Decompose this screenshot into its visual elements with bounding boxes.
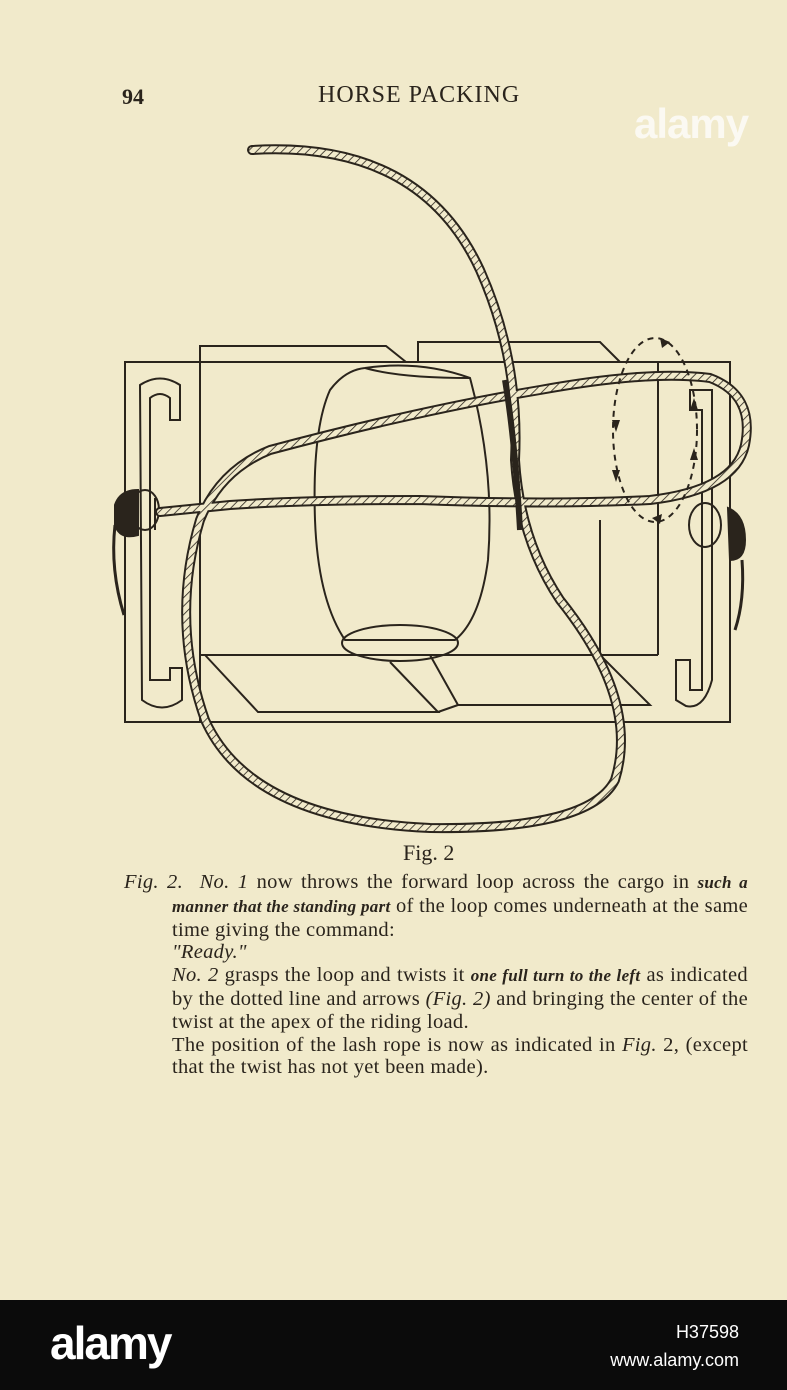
- pack-saddle-drawing: [112, 341, 747, 723]
- number-label: No. 1: [199, 871, 249, 893]
- figure-caption: Fig. 2: [403, 840, 455, 865]
- site-url[interactable]: www.alamy.com: [610, 1350, 739, 1370]
- paragraph-4: The position of the lash rope is now as …: [172, 1033, 748, 1079]
- running-head: HORSE PACKING: [318, 82, 521, 108]
- watermark-logo: alamy: [634, 100, 749, 147]
- paragraph-2: "Ready.": [172, 941, 247, 964]
- image-id: H37598: [675, 1322, 739, 1342]
- paragraph-3: No. 2 grasps the loop and twists it one …: [172, 964, 748, 1033]
- lash-rope-drawing: [155, 144, 752, 834]
- stock-footer: alamy H37598 www.alamy.com: [0, 1300, 787, 1390]
- fig-reference: Fig. 2.: [124, 871, 184, 893]
- twist-arrows: [612, 338, 698, 524]
- paragraph-1: Fig. 2. No. 1 now throws the forward loo…: [124, 871, 748, 941]
- book-page: 94 HORSE PACKING alamy: [0, 0, 787, 1300]
- twist-indicator: [612, 337, 698, 523]
- page-number: 94: [122, 84, 144, 109]
- body-text: Fig. 2. No. 1 now throws the forward loo…: [124, 871, 748, 1079]
- pack-rope-illustration: [112, 144, 752, 834]
- footer-logo: alamy: [50, 1317, 172, 1369]
